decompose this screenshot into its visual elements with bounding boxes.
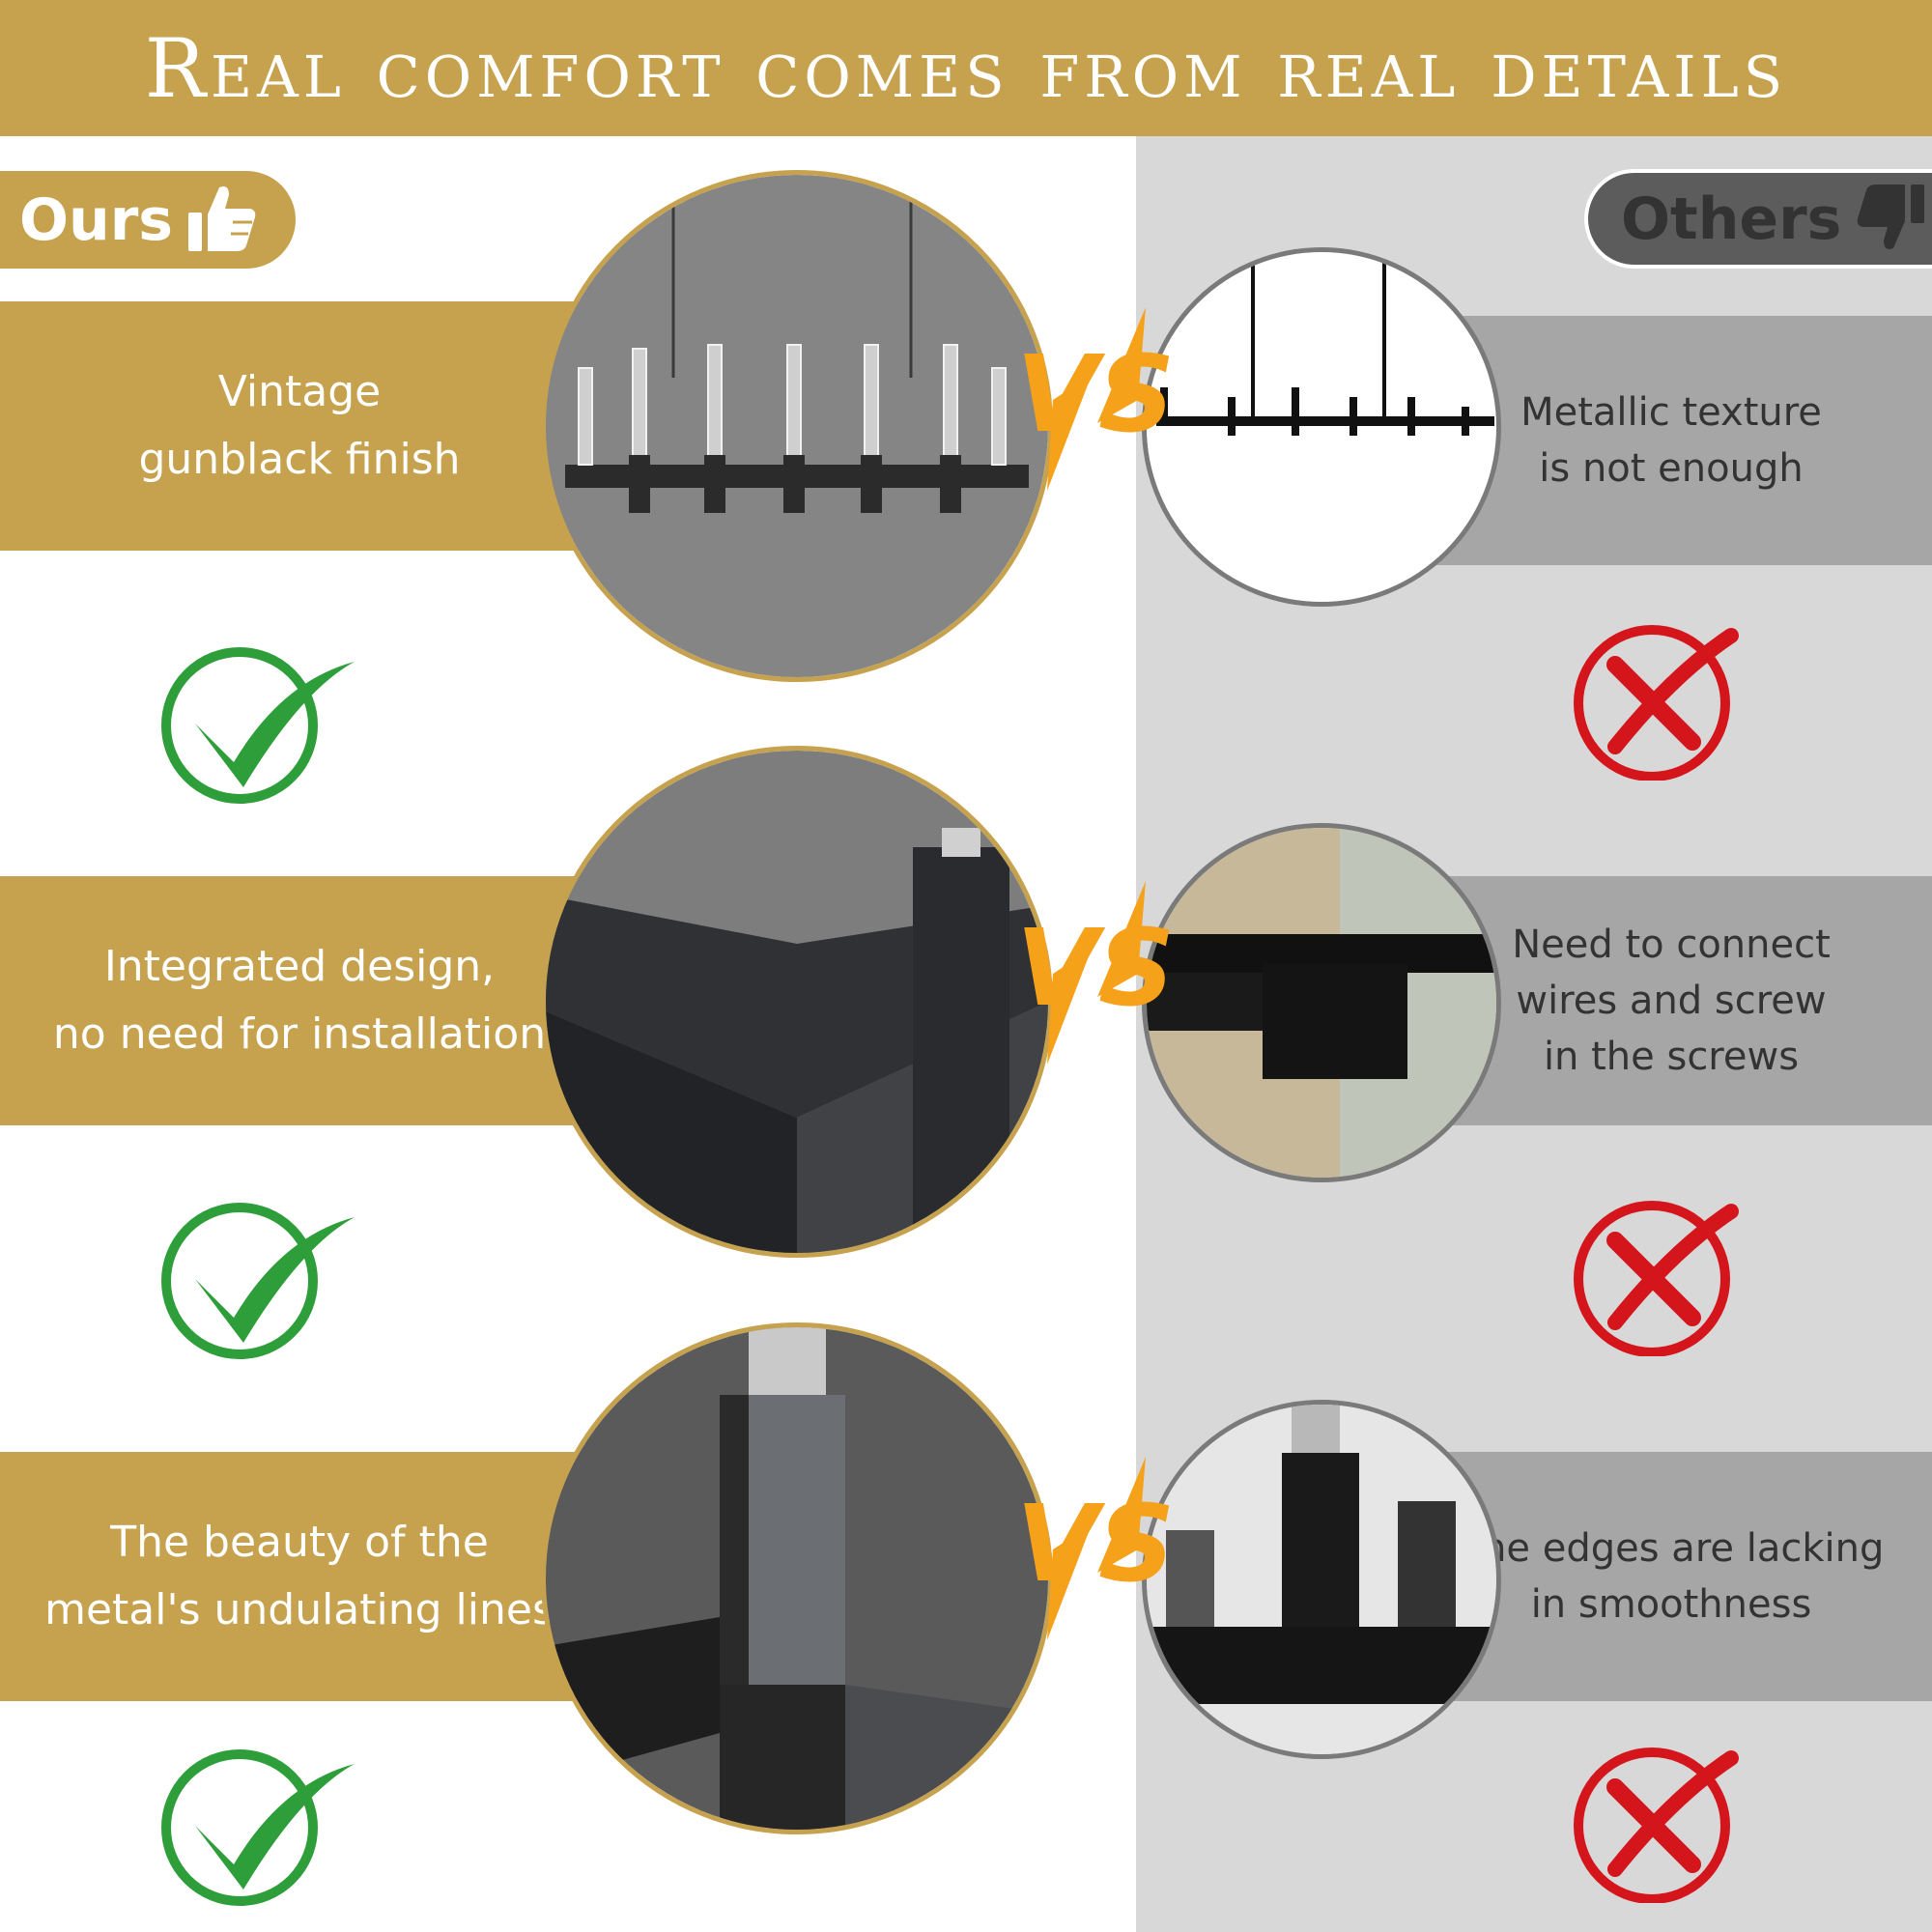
ours-product-photo-2 (541, 746, 1053, 1258)
ours-feature-band-1: Vintage gunblack finish (0, 301, 599, 551)
ours-product-photo-1 (541, 170, 1053, 682)
page-title: Real comfort comes from real details (144, 20, 1788, 116)
thumbs-down-icon (1855, 183, 1926, 256)
ours-feature-band-3: The beauty of the metal's undulating lin… (0, 1452, 599, 1701)
thumbs-up-icon (186, 184, 258, 257)
others-badge: Others (1584, 169, 1932, 269)
vs-label-2: VS (1018, 906, 1173, 1030)
vs-icon-3: VS (1018, 1457, 1173, 1640)
ours-feature-text-2: Integrated design, no need for installat… (52, 942, 547, 1059)
check-icon-3 (161, 1749, 355, 1906)
cross-icon-3 (1574, 1747, 1739, 1903)
ours-feature-band-2: Integrated design, no need for installat… (0, 876, 599, 1125)
others-feature-text-3: The edges are lacking in smoothness (1458, 1526, 1885, 1627)
cross-icon-2 (1574, 1201, 1739, 1356)
cross-icon-1 (1574, 625, 1739, 781)
others-label: Others (1621, 185, 1842, 253)
others-product-photo-3 (1142, 1400, 1501, 1759)
check-icon-2 (161, 1203, 355, 1359)
ours-badge: Ours (0, 171, 296, 269)
others-product-photo-2 (1142, 823, 1501, 1182)
ours-feature-text-3: The beauty of the metal's undulating lin… (44, 1518, 554, 1634)
vs-label-3: VS (1018, 1482, 1173, 1605)
others-feature-text-2: Need to connect wires and screw in the s… (1512, 923, 1831, 1079)
others-feature-text-1: Metallic texture is not enough (1520, 390, 1822, 491)
check-icon-1 (161, 647, 355, 804)
ours-label: Ours (19, 185, 174, 254)
vs-icon-1: VS (1018, 307, 1173, 491)
others-product-photo-1 (1142, 247, 1501, 607)
vs-label-1: VS (1018, 332, 1173, 456)
header-banner: Real comfort comes from real details (0, 0, 1932, 136)
ours-feature-text-1: Vintage gunblack finish (138, 367, 461, 484)
vs-icon-2: VS (1018, 881, 1173, 1065)
ours-product-photo-3 (541, 1322, 1053, 1834)
